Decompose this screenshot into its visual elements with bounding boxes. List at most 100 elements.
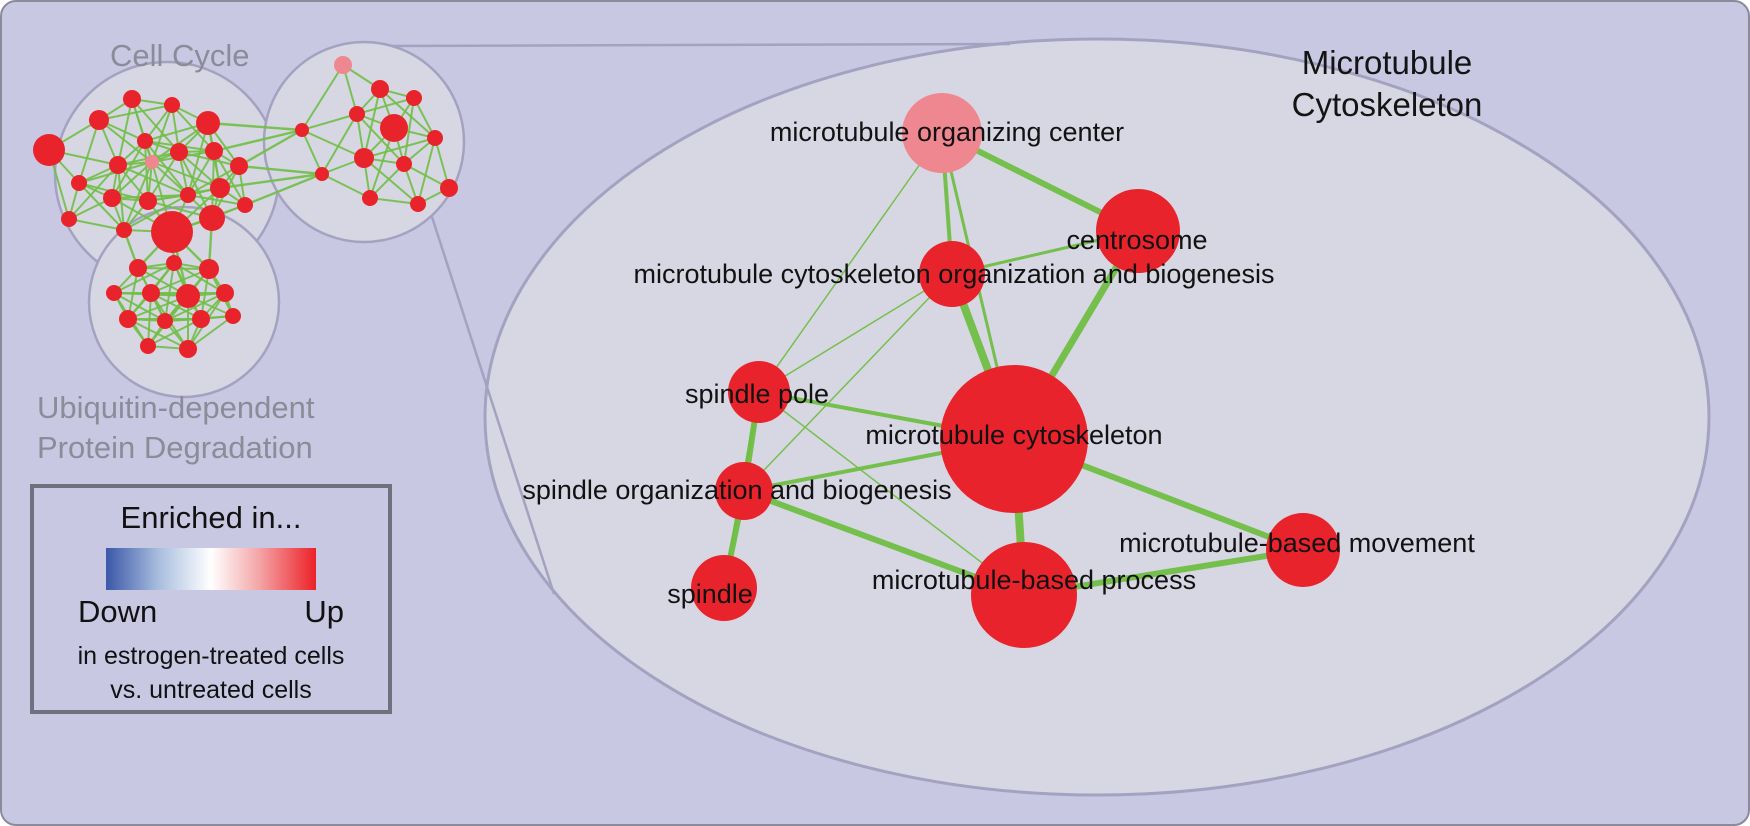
ubiquitin-cluster-label: Ubiquitin-dependent Protein Degradation: [37, 388, 315, 469]
overview-node: [129, 259, 147, 277]
detail-edge-spole-mproc: [758, 391, 1025, 596]
overview-node: [295, 123, 309, 137]
overview-edge: [363, 137, 436, 159]
overview-node: [230, 157, 248, 175]
node-spindle: [691, 555, 757, 621]
legend-caption-line1: in estrogen-treated cells: [77, 642, 345, 670]
legend-updown-row: Down Up: [78, 594, 344, 630]
overview-node: [199, 205, 225, 231]
node-label-moc: microtubule organizing center: [770, 117, 1124, 147]
overview-edge: [213, 128, 303, 153]
overview-edge: [356, 97, 415, 115]
overview-node: [371, 80, 389, 98]
overview-edge: [98, 119, 153, 163]
node-label-sorg: spindle organization and biogenesis: [522, 475, 951, 505]
overview-edge: [379, 88, 436, 139]
overview-edge: [301, 64, 344, 131]
overview-edge: [150, 268, 210, 294]
overview-node: [140, 338, 156, 354]
node-mco: [919, 241, 985, 307]
overview-node: [137, 133, 153, 149]
overview-node: [237, 197, 253, 213]
zoom-connector-line: [430, 216, 556, 595]
ubiquitin-label-line2: Protein Degradation: [37, 430, 313, 466]
legend-down-label: Down: [78, 594, 158, 629]
overview-edge: [321, 173, 371, 199]
legend-caption: in estrogen-treated cells vs. untreated …: [34, 640, 388, 708]
node-moc: [902, 93, 982, 173]
overview-edge: [238, 164, 323, 176]
overview-node: [410, 196, 426, 212]
overview-edge: [301, 113, 358, 131]
overview-node: [123, 90, 141, 108]
overview-edge: [144, 140, 149, 202]
overview-edge: [321, 113, 358, 175]
overview-node: [406, 90, 422, 106]
node-spole: [728, 361, 790, 423]
node-label-spindle: spindle: [667, 579, 753, 609]
overview-edge: [363, 88, 381, 159]
overview-edge: [301, 129, 365, 159]
overview-edge: [369, 163, 405, 199]
overview-node: [71, 175, 87, 191]
overview-node: [61, 211, 77, 227]
zoom-connector-line: [373, 42, 1011, 48]
overview-node: [106, 285, 122, 301]
node-mcyto: [940, 365, 1088, 513]
overview-edge: [123, 194, 189, 231]
overview-node: [205, 142, 223, 160]
overview-edge: [301, 129, 323, 175]
overview-node: [33, 134, 65, 166]
detail-edge-mco-spole: [758, 273, 953, 393]
legend: Enriched in... Down Up in estrogen-treat…: [30, 484, 392, 714]
overview-edge: [363, 157, 419, 205]
overview-edge: [113, 262, 175, 294]
node-label-mco: microtubule cytoskeleton organization an…: [634, 259, 1275, 289]
overview-edge: [78, 119, 100, 184]
overview-node: [196, 111, 220, 135]
overview-node: [216, 284, 234, 302]
overview-node: [192, 310, 210, 328]
legend-title: Enriched in...: [120, 500, 302, 535]
legend-caption-line2: vs. untreated cells: [110, 675, 312, 704]
overview-edge: [356, 113, 405, 165]
overview-node: [349, 106, 365, 122]
overview-node: [440, 179, 458, 197]
overview-node: [396, 156, 412, 172]
detail-zoom-ellipse: [483, 37, 1711, 797]
node-label-mcyto: microtubule cytoskeleton: [865, 420, 1162, 450]
overview-node: [119, 310, 137, 328]
overview-node: [180, 187, 196, 203]
overview-node: [89, 110, 109, 130]
microtubule-cytoskeleton-cluster-label: Microtubule Cytoskeleton: [1257, 42, 1517, 126]
microtubule-cytoskeleton-label-line1: Microtubule: [1301, 44, 1473, 81]
overview-node: [315, 167, 329, 181]
overview-edge: [187, 315, 234, 350]
overview-edge: [369, 197, 419, 205]
overview-edge: [117, 98, 133, 166]
node-centrosome: [1096, 189, 1180, 273]
node-sorg: [715, 462, 773, 520]
overview-node: [354, 148, 374, 168]
node-mproc: [971, 542, 1077, 648]
overview-node: [142, 284, 160, 302]
overview-node: [164, 97, 180, 113]
legend-up-label: Up: [304, 594, 344, 629]
overview-node: [362, 190, 378, 206]
overview-node: [103, 189, 121, 207]
overview-edge: [207, 121, 303, 132]
node-label-spole: spindle pole: [685, 379, 829, 409]
overview-node: [199, 259, 219, 279]
overview-edge: [219, 172, 323, 190]
detail-edge-mco-sorg: [743, 273, 953, 492]
overview-edge: [244, 172, 323, 207]
overview-edge: [151, 161, 189, 196]
overview-edge: [164, 292, 226, 322]
overview-node: [109, 156, 127, 174]
overview-node: [210, 178, 230, 198]
overview-node: [179, 340, 197, 358]
node-label-centrosome: centrosome: [1066, 225, 1207, 255]
overview-edge: [117, 164, 189, 196]
